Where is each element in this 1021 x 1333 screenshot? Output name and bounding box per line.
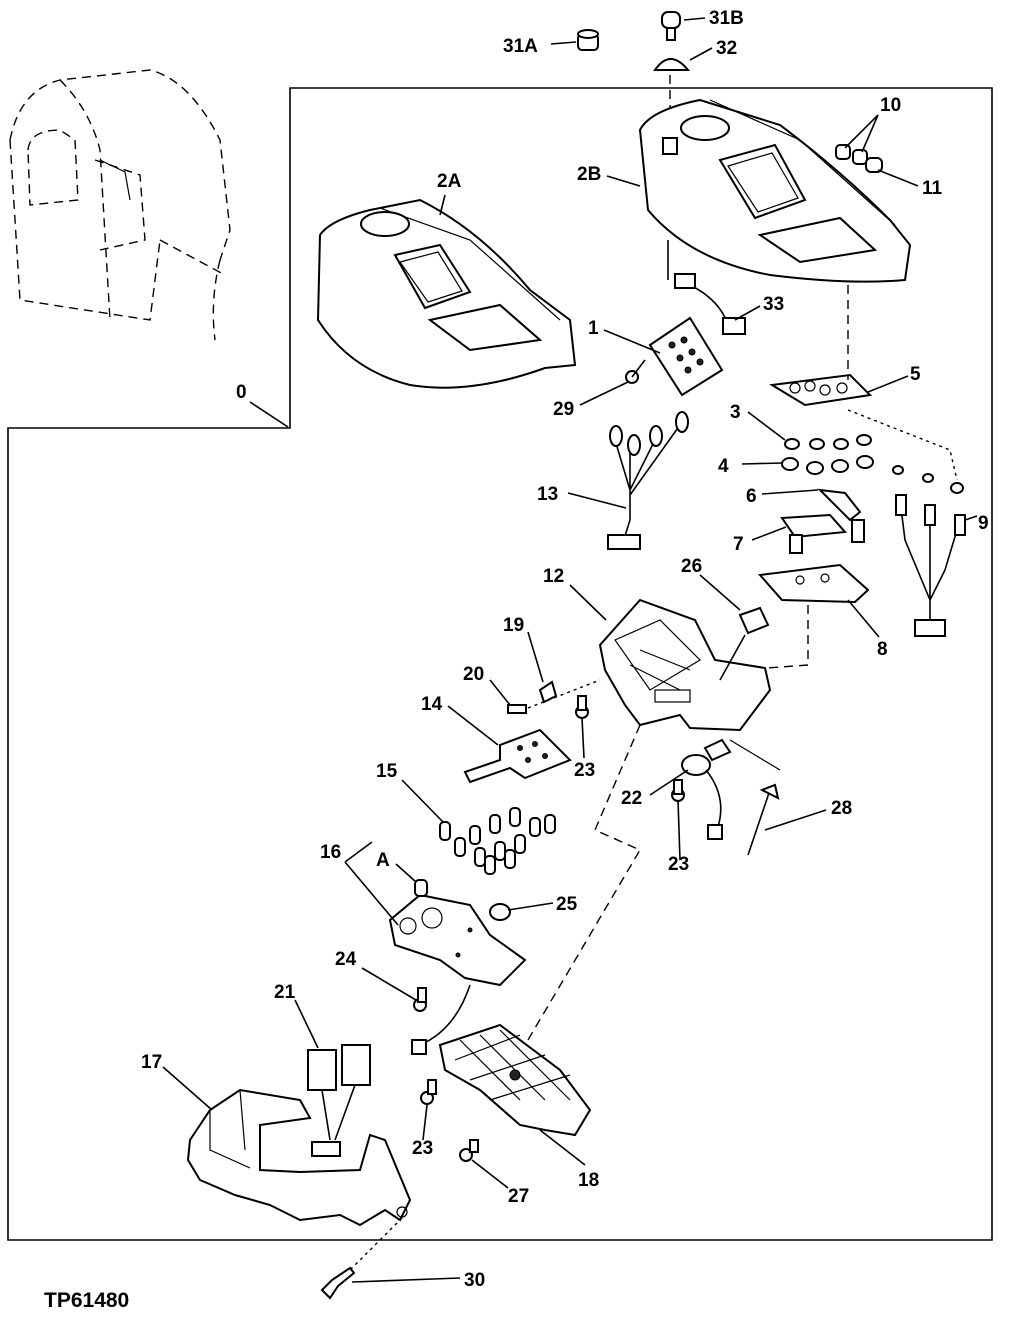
part-31b-knob [661, 11, 681, 41]
callout-26: 26 [681, 556, 702, 577]
part-21-switch-assy [307, 1044, 371, 1157]
callout-21: 21 [274, 982, 296, 1003]
part-a-bulb [414, 879, 428, 897]
callout-33: 33 [763, 294, 784, 315]
callout-32: 32 [716, 38, 737, 59]
callout-24: 24 [335, 949, 357, 970]
part-10-knobs [835, 144, 868, 165]
callout-9: 9 [978, 513, 989, 534]
part-2a-console-cover [316, 198, 577, 389]
part-32-cap [653, 58, 691, 71]
part-20-screw [507, 679, 601, 714]
callout-15: 15 [376, 761, 398, 782]
part-12-housing [598, 598, 772, 732]
callout-1: 1 [588, 318, 599, 339]
part-2b-console-cover [638, 98, 912, 283]
part-26-relay [738, 606, 770, 635]
callout-10: 10 [880, 95, 901, 116]
part-17-frame [186, 1088, 412, 1227]
callout-4: 4 [718, 456, 729, 477]
callout-0: 0 [236, 382, 247, 403]
callout-7: 7 [733, 534, 744, 555]
callout-31a: 31A [503, 36, 538, 57]
part-27-screw [459, 1139, 479, 1162]
callout-23-b: 23 [668, 854, 689, 875]
part-24-screw [413, 987, 427, 1012]
callout-12: 12 [543, 566, 564, 587]
part-6-bracket [817, 488, 865, 543]
part-16-board [388, 893, 527, 1055]
figure-id: TP61480 [44, 1289, 129, 1312]
part-25-knob [489, 903, 511, 921]
part-15-bulbs [439, 807, 556, 875]
part-5-bezel [769, 373, 873, 407]
callout-17: 17 [141, 1052, 162, 1073]
leader-lines [162, 17, 978, 1283]
callout-30: 30 [464, 1270, 485, 1291]
callout-6: 6 [746, 486, 757, 507]
part-28-rod [729, 739, 781, 856]
part-30-bolt [320, 1217, 403, 1300]
callout-8: 8 [877, 639, 888, 660]
callout-16: 16 [320, 842, 341, 863]
callout-20: 20 [463, 664, 484, 685]
callout-5: 5 [910, 364, 921, 385]
part-23-screw-c [420, 1079, 437, 1105]
callout-23-c: 23 [412, 1138, 433, 1159]
callout-18: 18 [578, 1170, 599, 1191]
callout-22: 22 [621, 788, 642, 809]
view-frame [7, 87, 993, 1241]
part-31a-cap [577, 29, 599, 51]
part-23-screw-b [671, 779, 685, 802]
callout-13: 13 [537, 484, 558, 505]
callout-a: A [376, 850, 390, 871]
callout-25: 25 [556, 894, 578, 915]
part-19-clip [538, 680, 558, 704]
callout-2a: 2A [437, 171, 462, 192]
part-8-plate [758, 563, 870, 604]
part-11-knob [865, 157, 883, 173]
part-33-cable [667, 240, 746, 335]
callout-11: 11 [922, 178, 943, 199]
callout-27: 27 [508, 1186, 529, 1207]
part-1-switch-panel [648, 316, 724, 397]
callout-3: 3 [730, 402, 741, 423]
part-7-lever [780, 513, 848, 554]
part-9-harness [895, 494, 966, 637]
part-18-plate [438, 1023, 592, 1137]
callout-19: 19 [503, 615, 524, 636]
part-14-circuit-plate [463, 728, 572, 784]
part-13-harness [607, 411, 689, 550]
callout-31b: 31B [709, 8, 744, 29]
part-22-sensor [681, 738, 732, 840]
callout-23-a: 23 [574, 760, 595, 781]
callout-2b: 2B [577, 164, 601, 185]
part-3-4-knobs [781, 434, 964, 494]
callout-14: 14 [421, 694, 443, 715]
callout-29: 29 [553, 399, 574, 420]
part-23-screw-a [575, 695, 589, 719]
part-29-screw [625, 359, 646, 384]
callout-28: 28 [831, 798, 852, 819]
cab-inset-illustration [9, 69, 231, 341]
